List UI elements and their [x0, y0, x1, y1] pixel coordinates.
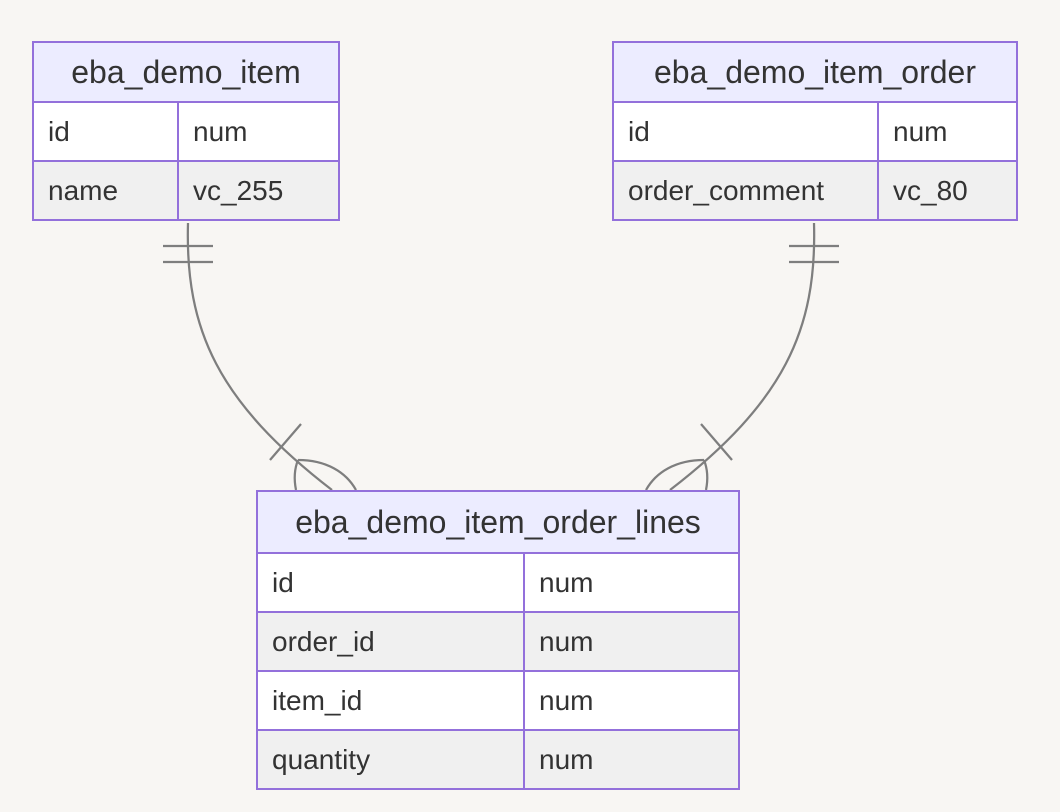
- crows-foot-prong-icon: [702, 459, 709, 491]
- relationship-item-to-lines: [163, 222, 357, 491]
- attribute-name-cell: item_id: [258, 672, 523, 729]
- one-tick-icon: [700, 423, 733, 461]
- attribute-type-cell: vc_80: [879, 162, 1016, 219]
- crows-foot-prong-icon: [645, 458, 705, 491]
- relationship-curve: [669, 222, 816, 491]
- entity-eba-demo-item: eba_demo_item id num name vc_255: [32, 41, 340, 221]
- attribute-name-cell: id: [34, 103, 177, 160]
- attribute-type-cell: num: [879, 103, 1016, 160]
- attribute-type-cell: num: [525, 731, 738, 788]
- attribute-type-cell: num: [525, 672, 738, 729]
- attribute-type-cell: vc_255: [179, 162, 338, 219]
- entity-title: eba_demo_item_order: [614, 43, 1016, 101]
- attribute-name-cell: id: [258, 554, 523, 611]
- entity-eba-demo-item-order-lines: eba_demo_item_order_lines id num order_i…: [256, 490, 740, 790]
- relationship-order-to-lines: [645, 222, 839, 491]
- entity-eba-demo-item-order: eba_demo_item_order id num order_comment…: [612, 41, 1018, 221]
- attribute-type-cell: num: [525, 554, 738, 611]
- relationship-curve: [186, 222, 333, 491]
- attribute-name-cell: name: [34, 162, 177, 219]
- attribute-name-cell: order_id: [258, 613, 523, 670]
- entity-title: eba_demo_item: [34, 43, 338, 101]
- one-tick-icon: [269, 423, 302, 461]
- attribute-name-cell: quantity: [258, 731, 523, 788]
- crows-foot-prong-icon: [293, 459, 300, 491]
- attribute-name-cell: order_comment: [614, 162, 877, 219]
- crows-foot-prong-icon: [297, 458, 357, 491]
- attribute-type-cell: num: [525, 613, 738, 670]
- attribute-type-cell: num: [179, 103, 338, 160]
- entity-title: eba_demo_item_order_lines: [258, 492, 738, 552]
- attribute-name-cell: id: [614, 103, 877, 160]
